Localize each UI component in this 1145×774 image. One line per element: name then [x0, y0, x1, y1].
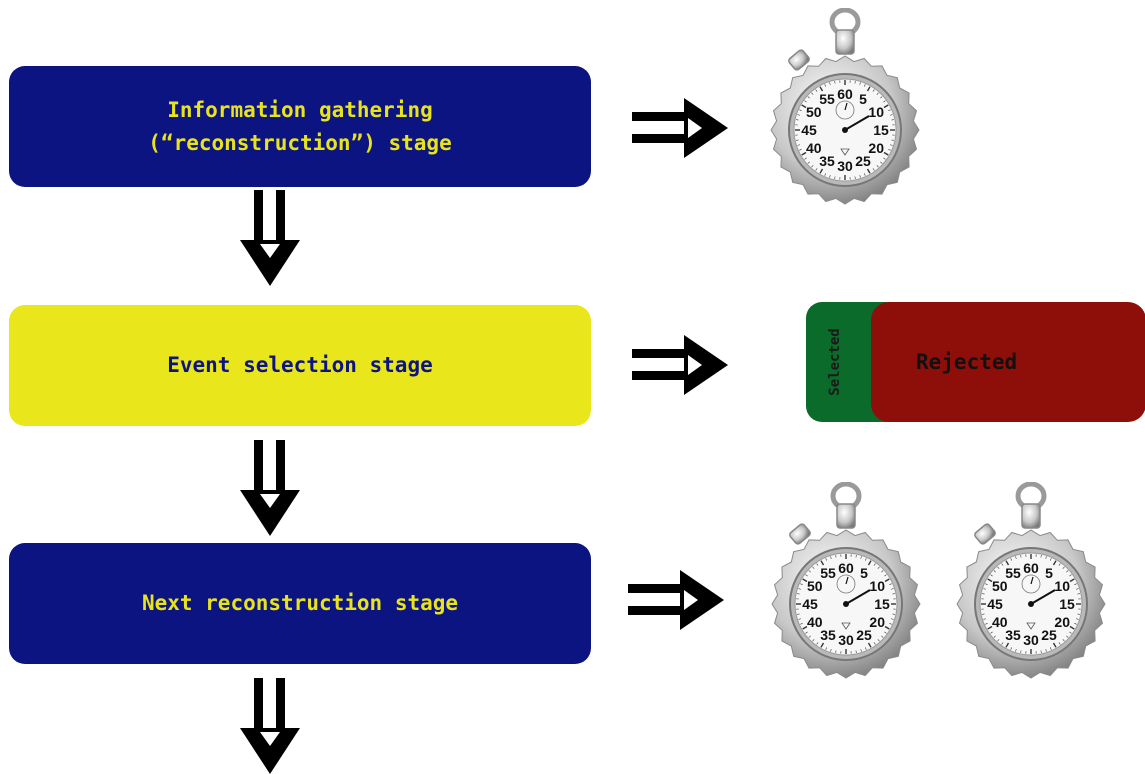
stopwatch-number: 15 — [1059, 596, 1075, 612]
stopwatch-number: 45 — [801, 122, 817, 138]
stopwatch-number: 25 — [855, 153, 871, 169]
stopwatch-number: 10 — [1054, 578, 1070, 594]
stopwatch-number: 15 — [873, 122, 889, 138]
stage-label: Next reconstruction stage — [142, 587, 458, 620]
stopwatch-pivot — [842, 127, 848, 133]
stopwatch-pivot — [1028, 601, 1034, 607]
stopwatch-number: 40 — [807, 614, 823, 630]
stopwatch-number: 30 — [1023, 632, 1039, 648]
stopwatch-number: 5 — [1045, 565, 1053, 581]
selection-outcome-bar: Selected Rejected — [806, 302, 1145, 424]
double-right-arrow-icon — [632, 96, 728, 160]
stopwatch-number: 55 — [820, 565, 836, 581]
stopwatch-number: 40 — [992, 614, 1008, 630]
stage-label: (“reconstruction”) stage — [148, 127, 451, 160]
rejected-label: Rejected — [916, 350, 1017, 374]
reconstruction-stage-box: Information gathering (“reconstruction”)… — [9, 66, 591, 187]
selected-label: Selected — [827, 328, 843, 395]
stopwatch-number: 60 — [837, 86, 853, 102]
stopwatch-number: 60 — [838, 560, 854, 576]
stopwatch-number: 40 — [806, 140, 822, 156]
double-down-arrow-icon — [238, 440, 302, 536]
stopwatch-crown — [1022, 504, 1040, 528]
stopwatch-number: 5 — [859, 91, 867, 107]
stopwatch-number: 25 — [1041, 627, 1057, 643]
stopwatch-number: 10 — [869, 578, 885, 594]
stopwatch-number: 15 — [874, 596, 890, 612]
stopwatch-number: 30 — [837, 158, 853, 174]
stopwatch-pivot — [843, 601, 849, 607]
next-reconstruction-stage-box: Next reconstruction stage — [9, 543, 591, 664]
double-down-arrow-icon — [238, 678, 302, 774]
stopwatch-number: 45 — [802, 596, 818, 612]
stopwatch-number: 10 — [868, 104, 884, 120]
event-selection-stage-box: Event selection stage — [9, 305, 591, 426]
stage-label: Event selection stage — [167, 349, 433, 382]
stopwatch-crown — [836, 30, 854, 54]
stopwatch-number: 45 — [987, 596, 1003, 612]
stopwatch-number: 60 — [1023, 560, 1039, 576]
double-right-arrow-icon — [632, 333, 728, 397]
stopwatch-number: 55 — [1005, 565, 1021, 581]
double-right-arrow-icon — [628, 568, 724, 632]
stopwatch-number: 30 — [838, 632, 854, 648]
stopwatch-crown — [837, 504, 855, 528]
double-down-arrow-icon — [238, 190, 302, 286]
stopwatch-number: 55 — [819, 91, 835, 107]
stage-label: Information gathering — [148, 94, 451, 127]
stopwatch-number: 25 — [856, 627, 872, 643]
stopwatch-number: 5 — [860, 565, 868, 581]
